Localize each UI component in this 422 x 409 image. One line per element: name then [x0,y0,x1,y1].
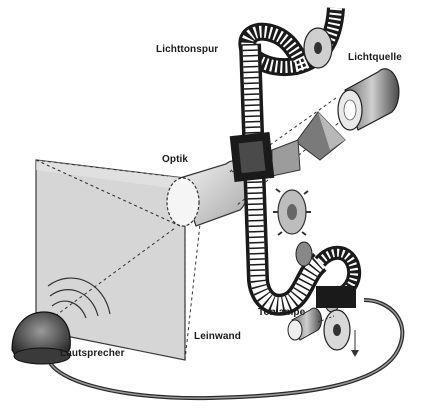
label-tonlampe: Tonlampe [258,307,305,318]
label-optik: Optik [162,154,188,165]
label-lichttonspur: Lichttonspur [156,44,218,55]
label-lichtquelle: Lichtquelle [348,52,402,63]
light-source [338,69,399,130]
sprocket-wheel [273,189,311,235]
label-leinwand: Leinwand [194,331,241,342]
reel-top [304,28,332,68]
label-lautsprecher: Lautsprecher [60,348,125,359]
aperture-wedge [272,140,300,176]
reel-bottom [324,310,359,357]
